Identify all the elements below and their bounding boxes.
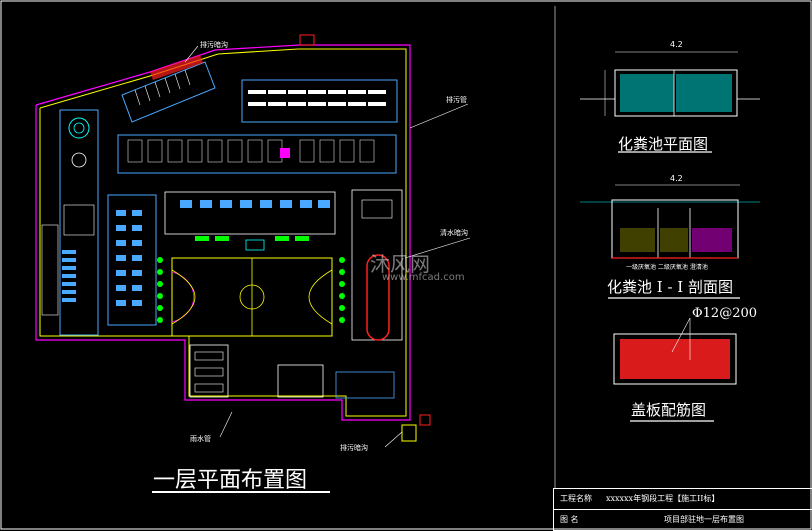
title-block-drawing-row: 图 名 项目部驻地一层布置图 xyxy=(554,510,812,531)
tree-rows xyxy=(157,257,345,323)
project-name-value: xxxxxx年钢段工程【施工II标】 xyxy=(606,494,720,503)
drawing-name-label: 图 名 xyxy=(560,515,579,524)
cover-rebar-title: 盖板配筋图 xyxy=(631,401,707,419)
dining-block xyxy=(107,194,157,326)
site-outline xyxy=(35,44,411,421)
leader-lines xyxy=(184,45,471,448)
title-block: 工程名称 xxxxxx年钢段工程【施工II标】 图 名 项目部驻地一层布置图 xyxy=(553,488,812,531)
bottom-blocks xyxy=(189,344,395,399)
cover-rebar-drawing xyxy=(613,317,737,422)
drain-pipe-label: 排污管 xyxy=(446,96,467,104)
running-track xyxy=(351,189,403,341)
section-compartments-label: 一级厌氧池 二级厌氧池 澄清池 xyxy=(626,264,708,271)
rebar-spec-label: Φ12@200 xyxy=(692,306,758,321)
septic-plan-drawing xyxy=(580,51,760,153)
septic-plan-title: 化粪池平面图 xyxy=(618,135,709,153)
north-marker xyxy=(299,34,315,46)
drain-ditch-bottom-label: 排污暗沟 xyxy=(340,444,368,452)
project-name-label: 工程名称 xyxy=(560,494,592,503)
drawing-name-value: 项目部驻地一层布置图 xyxy=(664,515,744,524)
watermark-url: www.mfcad.com xyxy=(382,272,465,283)
septic-section-drawing xyxy=(580,184,760,299)
meeting-rooms xyxy=(164,191,336,241)
septic-plan-width: 4.2 xyxy=(670,40,683,49)
top-rooms-row xyxy=(241,79,398,123)
basketball-court xyxy=(171,239,333,337)
septic-box xyxy=(401,424,417,442)
watermark-brand: 沐风网 xyxy=(370,252,430,276)
left-wing xyxy=(41,109,99,336)
clear-water-ditch-label: 清水暗沟 xyxy=(440,229,468,237)
drain-ditch-top-label: 排污暗沟 xyxy=(200,41,228,49)
title-block-project-row: 工程名称 xxxxxx年钢段工程【施工II标】 xyxy=(554,489,812,510)
septic-section-width: 4.2 xyxy=(670,174,683,183)
main-drawing-title: 一层平面布置图 xyxy=(153,468,308,493)
rain-pipe-label: 雨水管 xyxy=(190,435,211,443)
office-row xyxy=(117,134,397,174)
inspection-box xyxy=(419,414,431,426)
angled-dorm-block xyxy=(121,55,216,123)
septic-section-title: 化粪池 I - I 剖面图 xyxy=(607,278,733,296)
